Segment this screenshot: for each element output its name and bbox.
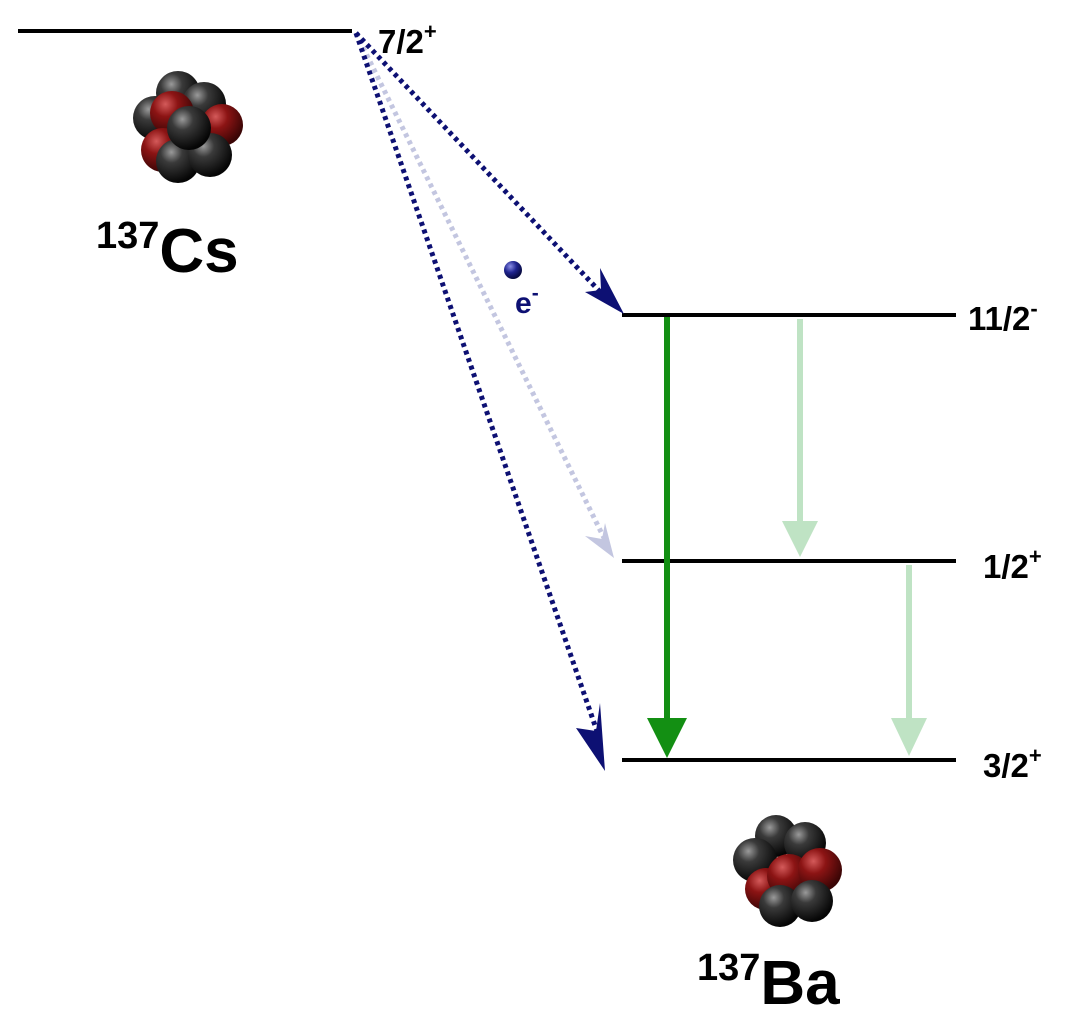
beta-arrow-to-3-2 bbox=[353, 32, 605, 771]
gamma-arrow-11-2-to-3-2 bbox=[647, 317, 687, 758]
level-label-3-2: 3/2+ bbox=[983, 743, 1042, 784]
gamma-arrow-1-2-to-3-2-faint bbox=[891, 565, 927, 756]
cs137-spin-parity-label: 7/2+ bbox=[378, 19, 437, 60]
level-label-11-2: 11/2- bbox=[968, 296, 1038, 337]
electron-icon bbox=[504, 261, 522, 279]
nucleus-icon bbox=[733, 815, 842, 927]
nucleus-icon bbox=[133, 71, 243, 183]
beta-arrow-to-1-2-faint bbox=[353, 31, 614, 558]
beta-arrow-to-11-2 bbox=[354, 31, 624, 314]
cs137-isotope-label: 137Cs bbox=[96, 215, 239, 286]
electron-label: e- bbox=[515, 282, 539, 320]
level-label-1-2: 1/2+ bbox=[983, 544, 1042, 585]
gamma-arrow-11-2-to-1-2-faint bbox=[782, 319, 818, 557]
ba137-isotope-label: 137Ba bbox=[697, 947, 840, 1013]
